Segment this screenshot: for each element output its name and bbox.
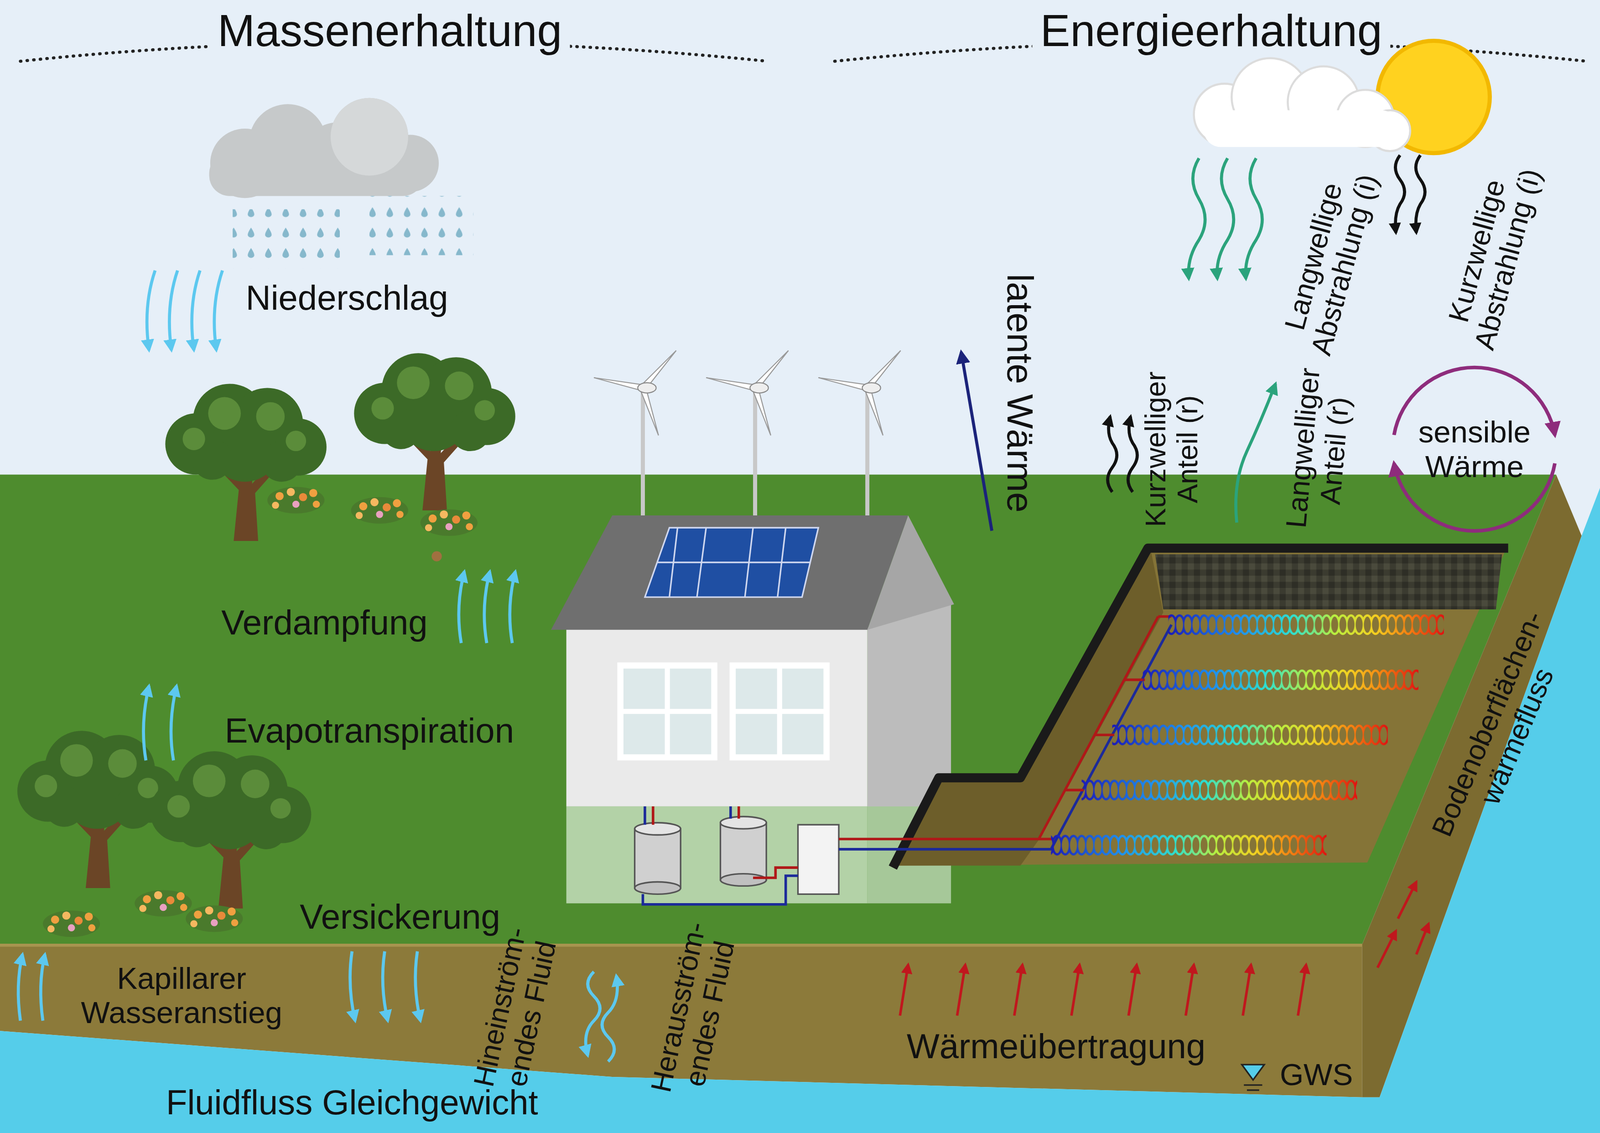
cycle-circle: sensible Wärme bbox=[1372, 347, 1577, 552]
flux-label: latente Wärme bbox=[999, 273, 1041, 513]
radiation-label: Kurzwelliger Anteil (r) bbox=[1139, 356, 1204, 542]
node-text: sensible Wärme bbox=[1403, 414, 1545, 484]
flux-label: Fluidfluss Gleichgewicht bbox=[166, 1082, 539, 1122]
flux-label: Verdampfung bbox=[221, 602, 428, 642]
section-title: Energieerhaltung bbox=[1032, 5, 1391, 56]
section-title: Massenerhaltung bbox=[209, 5, 571, 56]
flux-label: Versickerung bbox=[299, 897, 501, 936]
flux-label: Evapotranspiration bbox=[224, 711, 515, 751]
flux-label: Niederschlag bbox=[245, 278, 449, 318]
flux-label: Kapillarer Wasseranstieg bbox=[74, 961, 289, 1030]
groundwater-label: GWS bbox=[1279, 1057, 1353, 1092]
flux-label: Wärmeübertragung bbox=[906, 1026, 1206, 1066]
